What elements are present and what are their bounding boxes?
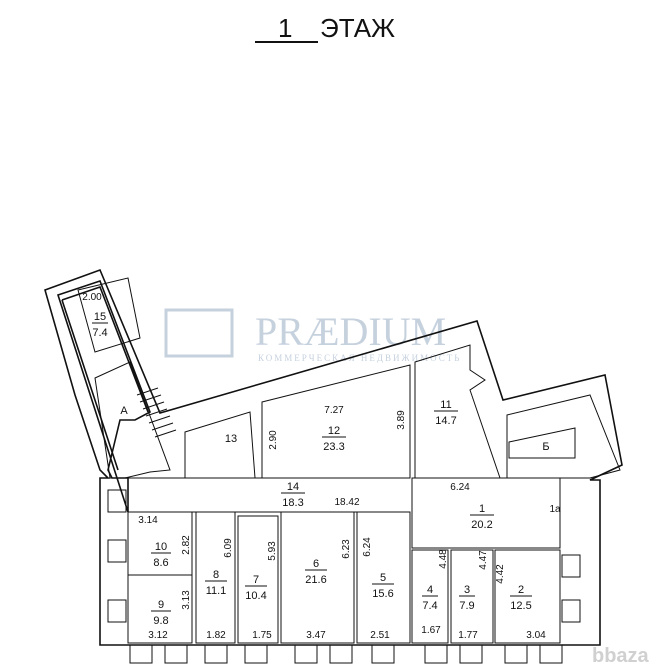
- svg-text:12: 12: [328, 425, 340, 437]
- room-3: 37.9: [459, 584, 475, 612]
- svg-text:3.89: 3.89: [396, 410, 407, 430]
- svg-text:10: 10: [155, 541, 167, 553]
- svg-text:3: 3: [464, 584, 470, 596]
- room-12: 12 23.3: [322, 425, 346, 453]
- svg-text:4.42: 4.42: [495, 564, 506, 584]
- svg-text:4: 4: [427, 584, 433, 596]
- walls: [44, 268, 623, 664]
- svg-text:2.00: 2.00: [82, 292, 102, 303]
- svg-text:14.7: 14.7: [435, 415, 456, 427]
- svg-text:7.27: 7.27: [324, 405, 344, 416]
- room-1: 120.2: [470, 503, 494, 531]
- svg-text:4.47: 4.47: [478, 550, 489, 570]
- room-9: 99.8: [151, 599, 171, 627]
- room-11: 11 14.7: [434, 399, 458, 427]
- svg-text:12.5: 12.5: [510, 600, 531, 612]
- floor-number: 1: [278, 13, 292, 43]
- stair-a-label: А: [120, 405, 128, 417]
- svg-text:18.3: 18.3: [282, 497, 303, 509]
- svg-text:1.82: 1.82: [206, 630, 226, 641]
- room-8: 811.1: [205, 569, 227, 597]
- praedium-watermark: PRÆDIUM КОММЕРЧЕСКАЯ НЕДВИЖИМОСТЬ: [164, 308, 461, 363]
- svg-text:2: 2: [518, 584, 524, 596]
- svg-text:3.13: 3.13: [181, 590, 192, 610]
- svg-text:9: 9: [158, 599, 164, 611]
- svg-text:6.24: 6.24: [450, 482, 470, 493]
- stair-a-steps: [136, 387, 177, 438]
- svg-text:11.1: 11.1: [206, 585, 227, 597]
- stair-b-label: Б: [542, 441, 549, 453]
- svg-text:6.09: 6.09: [223, 538, 234, 558]
- svg-text:1.75: 1.75: [252, 630, 272, 641]
- svg-text:7.9: 7.9: [459, 600, 474, 612]
- svg-text:3.14: 3.14: [138, 515, 158, 526]
- svg-text:4.48: 4.48: [438, 549, 449, 569]
- floor-title: 1 ЭТАЖ: [255, 13, 395, 43]
- svg-text:18.42: 18.42: [334, 497, 359, 508]
- watermark-logo-icon: [164, 308, 234, 358]
- room-2: 212.5: [510, 584, 532, 612]
- svg-text:1: 1: [479, 503, 485, 515]
- svg-text:7: 7: [253, 574, 259, 586]
- watermark-brand: PRÆDIUM: [255, 309, 446, 354]
- dimensions: 2.00 7.27 2.90 3.89 6.24 18.42 3.14 2.82…: [82, 292, 546, 641]
- svg-text:9.8: 9.8: [153, 615, 168, 627]
- svg-text:1.77: 1.77: [458, 630, 478, 641]
- room-7: 710.4: [245, 574, 267, 602]
- svg-text:8.6: 8.6: [153, 557, 168, 569]
- svg-text:15: 15: [94, 311, 106, 323]
- room-15: 157.4: [92, 311, 108, 339]
- svg-text:5.93: 5.93: [267, 541, 278, 561]
- windows: [107, 489, 581, 664]
- svg-text:3.47: 3.47: [306, 630, 326, 641]
- watermark-tagline: КОММЕРЧЕСКАЯ НЕДВИЖИМОСТЬ: [258, 353, 461, 363]
- room-10: 108.6: [151, 541, 171, 569]
- svg-text:11: 11: [440, 399, 451, 411]
- room-13: 13: [225, 433, 237, 445]
- svg-text:3.12: 3.12: [148, 630, 168, 641]
- svg-text:7.4: 7.4: [422, 600, 437, 612]
- svg-text:8: 8: [213, 569, 219, 581]
- room-6: 621.6: [305, 558, 327, 586]
- svg-text:2.51: 2.51: [370, 630, 390, 641]
- svg-text:6: 6: [313, 558, 319, 570]
- svg-text:10.4: 10.4: [245, 590, 266, 602]
- room-4: 47.4: [422, 584, 438, 612]
- svg-text:7.4: 7.4: [92, 327, 107, 339]
- svg-text:5: 5: [380, 572, 386, 584]
- svg-text:15.6: 15.6: [372, 588, 393, 600]
- room-1a-label: 1а: [549, 504, 561, 515]
- svg-text:20.2: 20.2: [471, 519, 492, 531]
- room-14: 14 18.3: [281, 481, 305, 509]
- svg-text:2.90: 2.90: [268, 430, 279, 450]
- svg-text:1.67: 1.67: [421, 625, 441, 636]
- bbaza-watermark: bbaza: [592, 645, 650, 667]
- svg-text:23.3: 23.3: [323, 441, 344, 453]
- svg-text:3.04: 3.04: [526, 630, 546, 641]
- svg-text:21.6: 21.6: [305, 574, 326, 586]
- svg-text:2.82: 2.82: [181, 535, 192, 555]
- svg-text:6.23: 6.23: [341, 539, 352, 559]
- floor-label: ЭТАЖ: [320, 13, 395, 43]
- room-5: 515.6: [372, 572, 394, 600]
- svg-text:14: 14: [287, 481, 299, 493]
- svg-text:6.24: 6.24: [362, 537, 373, 557]
